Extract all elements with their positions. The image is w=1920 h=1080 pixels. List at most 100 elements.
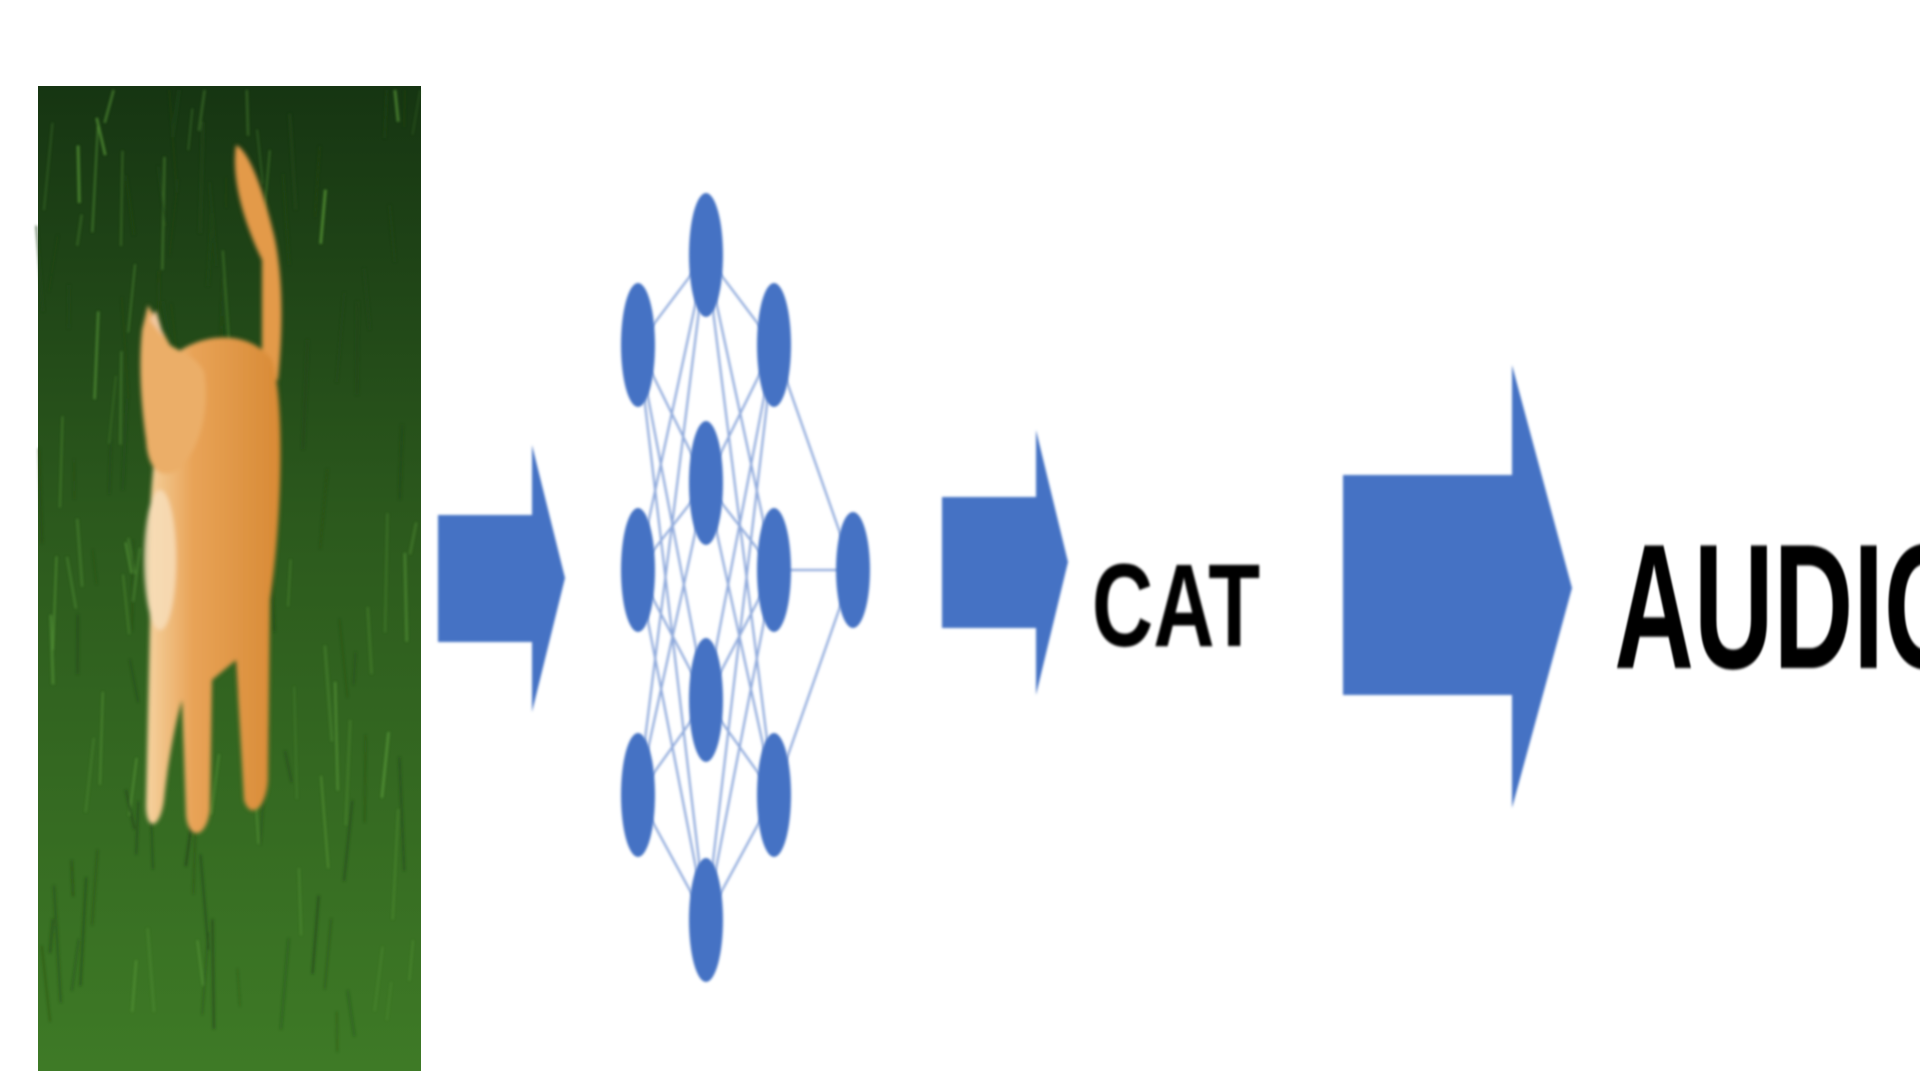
grass-blade [187, 108, 193, 151]
grass-blade [314, 146, 321, 218]
grass-blade [103, 89, 115, 124]
grass-blade [121, 398, 129, 491]
network-output-node [836, 512, 870, 628]
grass-blade [52, 885, 63, 1003]
grass-blade [373, 946, 384, 1012]
grass-blade [287, 559, 292, 607]
grass-blade [146, 928, 156, 1013]
grass-blade [335, 1011, 339, 1052]
grass-blade [236, 968, 241, 1007]
grass-blade [43, 122, 54, 211]
grass-blade [408, 522, 418, 555]
grass-blade [131, 547, 142, 602]
grass-blade [346, 989, 356, 1037]
arrow-to-network-icon [438, 445, 565, 712]
grass-blade [99, 691, 104, 785]
network-connection [636, 569, 708, 921]
grass-blade [386, 981, 392, 1021]
grass-blade [70, 860, 75, 897]
grass-blade [298, 868, 302, 936]
network-node [621, 508, 655, 632]
grass-blade [384, 513, 389, 633]
neural-network-icon [621, 193, 870, 982]
grass-blade [319, 189, 327, 245]
grass-blade [211, 919, 216, 1030]
grass-blade [206, 213, 214, 287]
network-connections [636, 254, 855, 921]
arrow-to-output-icon [1343, 365, 1572, 808]
grass-blade [201, 932, 210, 1015]
grass-blade [122, 574, 131, 635]
network-node [689, 858, 723, 982]
grass-blade [91, 126, 99, 233]
grass-blade [352, 652, 357, 685]
grass-blade [124, 542, 133, 574]
grass-blade [127, 537, 137, 575]
grass-blade [128, 659, 139, 703]
grass-blade [65, 556, 78, 609]
grass-blade [170, 303, 178, 356]
grass-blade [108, 375, 117, 444]
cat-photo-icon [35, 86, 421, 1071]
grass-blade [196, 940, 204, 986]
grass-blade [76, 518, 84, 587]
network-node [757, 283, 791, 407]
grass-blade [380, 731, 390, 798]
grass-blade [355, 301, 359, 395]
grass-blade [91, 849, 99, 926]
grass-blade [92, 549, 98, 585]
grass-blade [208, 182, 218, 267]
grass-blade [256, 129, 264, 185]
grass-blade [323, 645, 334, 742]
grass-blade [198, 122, 205, 234]
network-node [621, 733, 655, 857]
grass-blade [398, 756, 406, 871]
grass-blade [324, 918, 332, 990]
grass-blade [408, 940, 414, 981]
network-connection [704, 344, 776, 921]
network-node [621, 283, 655, 407]
grass-blade [120, 150, 124, 246]
grass-blade [48, 918, 55, 954]
grass-blade [284, 750, 293, 783]
grass-blade [320, 775, 330, 869]
grass-blade [48, 235, 59, 292]
arrow-to-label-icon [942, 430, 1068, 695]
grass-blade [168, 89, 178, 193]
cat-figure [140, 145, 282, 834]
grass-blade [41, 945, 51, 1023]
grass-blade [108, 439, 112, 495]
network-node [757, 508, 791, 632]
grass-blade [119, 351, 123, 445]
grass-blade [127, 264, 136, 333]
grass-blade [403, 89, 406, 128]
grass-blade [334, 681, 339, 791]
grass-blade [398, 424, 404, 500]
grass-blade [282, 173, 291, 265]
network-connection [636, 254, 708, 796]
grass-blade [411, 89, 421, 135]
grass-blade [192, 826, 197, 895]
grass-blade [391, 809, 399, 920]
grass-blade [71, 939, 80, 991]
grass-blade [245, 89, 250, 136]
grass-blade [162, 300, 173, 354]
grass-blade [93, 311, 100, 400]
network-connection [636, 482, 708, 796]
network-connection [636, 254, 708, 571]
network-node [689, 638, 723, 762]
grass-blade [363, 268, 371, 330]
grass-blade [221, 250, 230, 342]
grass-blade [197, 89, 206, 132]
grass-blade [168, 178, 179, 257]
grass-blade [210, 753, 221, 815]
network-connection [704, 344, 776, 701]
grass-blade [131, 960, 138, 1012]
grass-blade [157, 166, 167, 227]
grass-blade [338, 618, 349, 698]
network-node [689, 193, 723, 317]
network-node [689, 421, 723, 545]
grass-blade [344, 719, 352, 826]
